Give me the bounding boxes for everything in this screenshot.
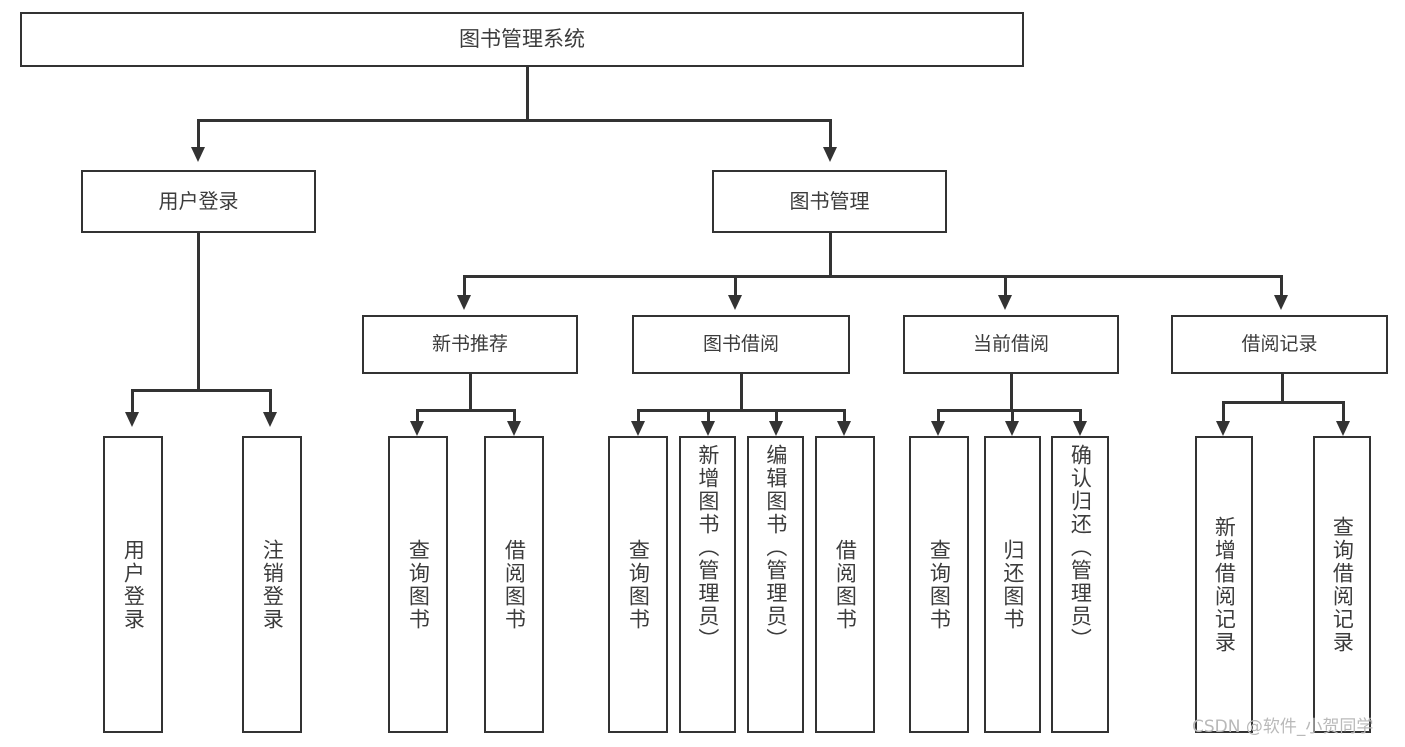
connector-user-login-bus bbox=[131, 389, 269, 392]
node-borrow-record[interactable]: 借阅记录 bbox=[1171, 315, 1388, 374]
arrow-new-book-recommend bbox=[457, 295, 471, 310]
connector-drop-nb-borrow bbox=[513, 409, 516, 423]
arrow-nb-borrow-book bbox=[507, 421, 521, 436]
arrow-book-management bbox=[823, 147, 837, 162]
connector-drop-book-management bbox=[829, 119, 832, 149]
leaf-bb-add-book[interactable]: 新增图书（管理员） bbox=[679, 436, 736, 733]
connector-drop-br-query bbox=[1342, 401, 1345, 423]
connector-current-borrow-stem bbox=[1010, 374, 1013, 409]
connector-book-borrow-stem bbox=[740, 374, 743, 409]
connector-drop-user-login bbox=[197, 119, 200, 149]
leaf-bb-query-book[interactable]: 查询图书 bbox=[608, 436, 668, 733]
node-label: 借阅记录 bbox=[1241, 333, 1318, 356]
connector-book-management-bus bbox=[463, 275, 1280, 278]
arrow-borrow-record bbox=[1274, 295, 1288, 310]
node-label: 确认归还（管理员） bbox=[1068, 444, 1093, 651]
connector-drop-book-borrow bbox=[734, 275, 737, 297]
node-label: 用户登录 bbox=[158, 188, 239, 213]
leaf-bb-borrow-book[interactable]: 借阅图书 bbox=[815, 436, 875, 733]
arrow-leaf-logout bbox=[263, 412, 277, 427]
leaf-br-add-record[interactable]: 新增借阅记录 bbox=[1195, 436, 1253, 733]
leaf-nb-query-book[interactable]: 查询图书 bbox=[388, 436, 448, 733]
leaf-bb-edit-book[interactable]: 编辑图书（管理员） bbox=[747, 436, 804, 733]
node-label: 新增借阅记录 bbox=[1212, 515, 1237, 654]
node-label: 新增图书（管理员） bbox=[695, 444, 720, 651]
node-label: 归还图书 bbox=[1000, 538, 1025, 631]
node-label: 新书推荐 bbox=[431, 333, 508, 356]
arrow-cb-query-book bbox=[931, 421, 945, 436]
connector-new-book-bus bbox=[416, 409, 515, 412]
connector-drop-current-borrow bbox=[1004, 275, 1007, 297]
node-new-book-recommend[interactable]: 新书推荐 bbox=[362, 315, 578, 374]
arrow-user-login bbox=[191, 147, 205, 162]
connector-drop-leaf-logout bbox=[269, 389, 272, 414]
connector-drop-bb-edit bbox=[775, 409, 778, 423]
arrow-current-borrow bbox=[998, 295, 1012, 310]
arrow-leaf-user-login bbox=[125, 412, 139, 427]
connector-drop-borrow-record bbox=[1280, 275, 1283, 297]
node-label: 当前借阅 bbox=[972, 333, 1049, 356]
node-user-login[interactable]: 用户登录 bbox=[81, 170, 316, 233]
arrow-bb-edit-book bbox=[769, 421, 783, 436]
connector-drop-bb-query bbox=[637, 409, 640, 423]
connector-drop-leaf-user-login bbox=[131, 389, 134, 414]
node-label: 借阅图书 bbox=[833, 538, 858, 631]
arrow-br-query-record bbox=[1336, 421, 1350, 436]
connector-user-login-stem bbox=[197, 233, 200, 389]
connector-drop-new-book bbox=[463, 275, 466, 297]
node-label: 查询借阅记录 bbox=[1330, 515, 1355, 654]
arrow-nb-query-book bbox=[410, 421, 424, 436]
arrow-br-add-record bbox=[1216, 421, 1230, 436]
arrow-book-borrow bbox=[728, 295, 742, 310]
node-label: 图书借阅 bbox=[702, 333, 779, 356]
arrow-cb-confirm-return bbox=[1073, 421, 1087, 436]
node-root-book-management-system[interactable]: 图书管理系统 bbox=[20, 12, 1024, 67]
node-label: 图书管理系统 bbox=[459, 27, 585, 52]
connector-drop-bb-add bbox=[707, 409, 710, 423]
connector-book-borrow-bus bbox=[637, 409, 845, 412]
node-label: 借阅图书 bbox=[502, 538, 527, 631]
connector-root-stem bbox=[526, 67, 529, 119]
connector-drop-bb-borrow bbox=[843, 409, 846, 423]
connector-book-management-stem bbox=[829, 233, 832, 275]
connector-drop-nb-query bbox=[416, 409, 419, 423]
connector-drop-cb-confirm bbox=[1079, 409, 1082, 423]
node-current-borrow[interactable]: 当前借阅 bbox=[903, 315, 1119, 374]
leaf-nb-borrow-book[interactable]: 借阅图书 bbox=[484, 436, 544, 733]
connector-drop-cb-query bbox=[937, 409, 940, 423]
node-book-management[interactable]: 图书管理 bbox=[712, 170, 947, 233]
arrow-bb-add-book bbox=[701, 421, 715, 436]
leaf-cb-return-book[interactable]: 归还图书 bbox=[984, 436, 1041, 733]
leaf-user-login[interactable]: 用户登录 bbox=[103, 436, 163, 733]
node-book-borrow[interactable]: 图书借阅 bbox=[632, 315, 850, 374]
connector-current-borrow-bus bbox=[937, 409, 1081, 412]
node-label: 查询图书 bbox=[927, 538, 952, 631]
leaf-logout[interactable]: 注销登录 bbox=[242, 436, 302, 733]
leaf-cb-query-book[interactable]: 查询图书 bbox=[909, 436, 969, 733]
node-label: 图书管理 bbox=[789, 188, 870, 213]
leaf-br-query-record[interactable]: 查询借阅记录 bbox=[1313, 436, 1371, 733]
connector-new-book-stem bbox=[469, 374, 472, 409]
connector-borrow-record-bus bbox=[1222, 401, 1342, 404]
connector-borrow-record-stem bbox=[1281, 374, 1284, 401]
node-label: 编辑图书（管理员） bbox=[763, 444, 788, 651]
arrow-cb-return-book bbox=[1005, 421, 1019, 436]
connector-drop-br-add bbox=[1222, 401, 1225, 423]
connector-root-bus bbox=[197, 119, 829, 122]
node-label: 查询图书 bbox=[626, 538, 651, 631]
node-label: 用户登录 bbox=[121, 538, 146, 631]
connector-drop-cb-return bbox=[1011, 409, 1014, 423]
node-label: 查询图书 bbox=[406, 538, 431, 631]
node-label: 注销登录 bbox=[260, 538, 285, 631]
arrow-bb-borrow-book bbox=[837, 421, 851, 436]
leaf-cb-confirm-return[interactable]: 确认归还（管理员） bbox=[1051, 436, 1109, 733]
arrow-bb-query-book bbox=[631, 421, 645, 436]
